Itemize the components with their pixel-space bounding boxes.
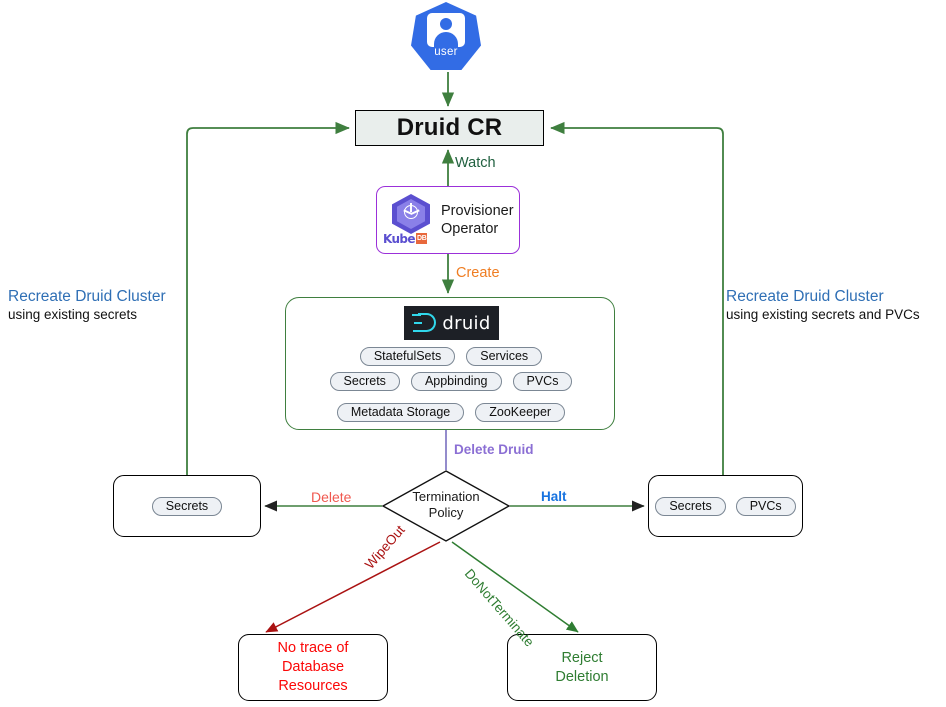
reject-line-1: Reject — [561, 649, 603, 666]
annotation-right-title: Recreate Druid Cluster — [726, 288, 884, 305]
reject-result-text: Reject Deletion — [555, 649, 608, 687]
resource-pill: Appbinding — [410, 372, 502, 391]
provisioner-operator-node[interactable]: Kube DB Provisioner Operator — [376, 186, 520, 254]
annotation-left-subtitle: using existing secrets — [8, 307, 138, 322]
provisioner-line-1: Provisioner — [441, 203, 514, 219]
edge-label-donotterminate: DoNotTerminate — [461, 566, 537, 650]
termination-policy-decision[interactable]: Termination Policy — [382, 470, 510, 542]
kubernetes-user-icon: user — [411, 2, 481, 70]
druid-cr-node[interactable]: Druid CR — [355, 110, 544, 146]
annotation-right-subtitle: using existing secrets and PVCs — [726, 307, 920, 322]
edge-wipeout — [265, 541, 441, 633]
resource-pill: Secrets — [151, 496, 223, 516]
cluster-resource-row: StatefulSets Services — [286, 347, 616, 366]
resource-pill: Secrets — [655, 496, 726, 516]
resource-pill: Metadata Storage — [336, 403, 465, 422]
druid-d-ring — [418, 313, 437, 332]
termination-policy-label: Termination Policy — [382, 489, 510, 521]
druid-cr-label: Druid CR — [396, 114, 503, 141]
wipeout-line-1: No trace of — [277, 640, 349, 656]
resource-pill: Secrets — [329, 372, 400, 391]
wipeout-result-box: No trace of Database Resources — [238, 634, 388, 701]
wipeout-line-3: Resources — [278, 678, 348, 694]
annotation-left-title: Recreate Druid Cluster — [8, 288, 166, 305]
druid-cluster-group: druid StatefulSets Services Secrets Appb… — [285, 297, 615, 430]
edge-label-delete: Delete — [311, 489, 352, 505]
annotation-right: Recreate Druid Cluster using existing se… — [726, 287, 920, 324]
user-label: user — [434, 46, 458, 58]
kubedb-spoke-1 — [410, 203, 412, 212]
diamond-shape — [382, 470, 510, 542]
halt-result-box: Secrets PVCs — [648, 475, 803, 537]
edge-label-watch: Watch — [455, 155, 496, 171]
user-node: user — [411, 2, 485, 72]
resource-pill: ZooKeeper — [475, 403, 566, 422]
avatar — [427, 13, 465, 48]
decision-line-2: Policy — [428, 505, 464, 520]
resource-pill: PVCs — [735, 496, 796, 516]
avatar-body-icon — [434, 32, 458, 48]
cluster-resource-row: Metadata Storage ZooKeeper — [286, 403, 616, 422]
druid-d-bar-2 — [414, 322, 423, 325]
annotation-left: Recreate Druid Cluster using existing se… — [8, 287, 166, 324]
reject-result-box: Reject Deletion — [507, 634, 657, 701]
reject-line-2: Deletion — [555, 668, 609, 685]
wipeout-line-2: Database — [281, 659, 345, 675]
provisioner-operator-text: Provisioner Operator — [441, 202, 514, 238]
kubedb-wordmark: Kube DB — [383, 231, 439, 246]
kubedb-badge: DB — [415, 233, 428, 244]
druid-logo-text: druid — [442, 312, 491, 334]
edge-label-delete-druid: Delete Druid — [454, 442, 534, 457]
delete-result-box: Secrets — [113, 475, 261, 537]
resource-pill: StatefulSets — [359, 347, 456, 366]
druid-d-bar-3 — [413, 330, 424, 333]
avatar-head-icon — [440, 18, 452, 30]
decision-line-1: Termination — [412, 489, 480, 504]
edge-label-create: Create — [456, 265, 500, 281]
wipeout-result-text: No trace of Database Resources — [278, 639, 349, 696]
kubedb-word: Kube — [383, 231, 416, 246]
druid-logo-icon: druid — [404, 306, 499, 340]
druid-d-icon — [412, 312, 438, 334]
kubedb-logo-icon: Kube DB — [383, 194, 439, 246]
provisioner-line-2: Operator — [441, 221, 499, 237]
edge-label-halt: Halt — [541, 489, 567, 504]
druid-d-bar-1 — [412, 314, 422, 317]
kubedb-hex-icon — [392, 194, 430, 234]
resource-pill: PVCs — [512, 372, 573, 391]
cluster-resource-row: Secrets Appbinding PVCs — [286, 372, 616, 391]
resource-pill: Services — [466, 347, 543, 366]
